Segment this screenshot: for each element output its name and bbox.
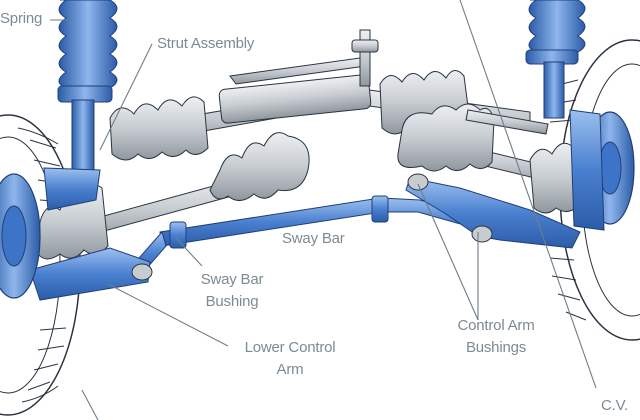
label-cv-joint: C.V.: [601, 397, 628, 414]
left-lower-control-arm: [29, 247, 153, 301]
right-hub: [569, 109, 635, 231]
label-strut-assembly: Strut Assembly: [157, 35, 255, 52]
control-arm-bushing-front: [407, 173, 429, 191]
left-hub: [0, 173, 41, 299]
label-sway-bar-bushing-line1: Sway Bar: [200, 271, 264, 288]
sway-bar-bushing-left: [169, 221, 187, 249]
label-sway-bar-bushing-line2: Bushing: [205, 292, 259, 310]
label-control-arm-bushings-line2: Bushings: [465, 338, 527, 356]
label-control-arm-bushings: Control Arm Bushings: [444, 318, 548, 356]
sway-bar-bushing-right: [371, 195, 389, 223]
label-spring: Spring: [0, 10, 43, 27]
control-arm-bushing-rear: [471, 225, 493, 243]
label-sway-bar: Sway Bar: [282, 230, 345, 247]
leader-lines: [50, 0, 597, 420]
label-lower-control-arm-line1: Lower Control: [244, 339, 336, 356]
label-sway-bar-bushing: Sway Bar Bushing: [190, 272, 274, 310]
label-lower-control-arm-line2: Arm: [276, 360, 304, 378]
right-lower-control-arm: [405, 173, 581, 249]
left-strut-assembly: [43, 0, 118, 211]
right-strut-assembly: [525, 0, 586, 119]
right-tie-rod: [465, 109, 549, 135]
left-drive-shaft: [37, 132, 310, 260]
label-control-arm-bushings-line1: Control Arm: [457, 317, 535, 334]
label-lower-control-arm: Lower Control Arm: [232, 340, 348, 378]
